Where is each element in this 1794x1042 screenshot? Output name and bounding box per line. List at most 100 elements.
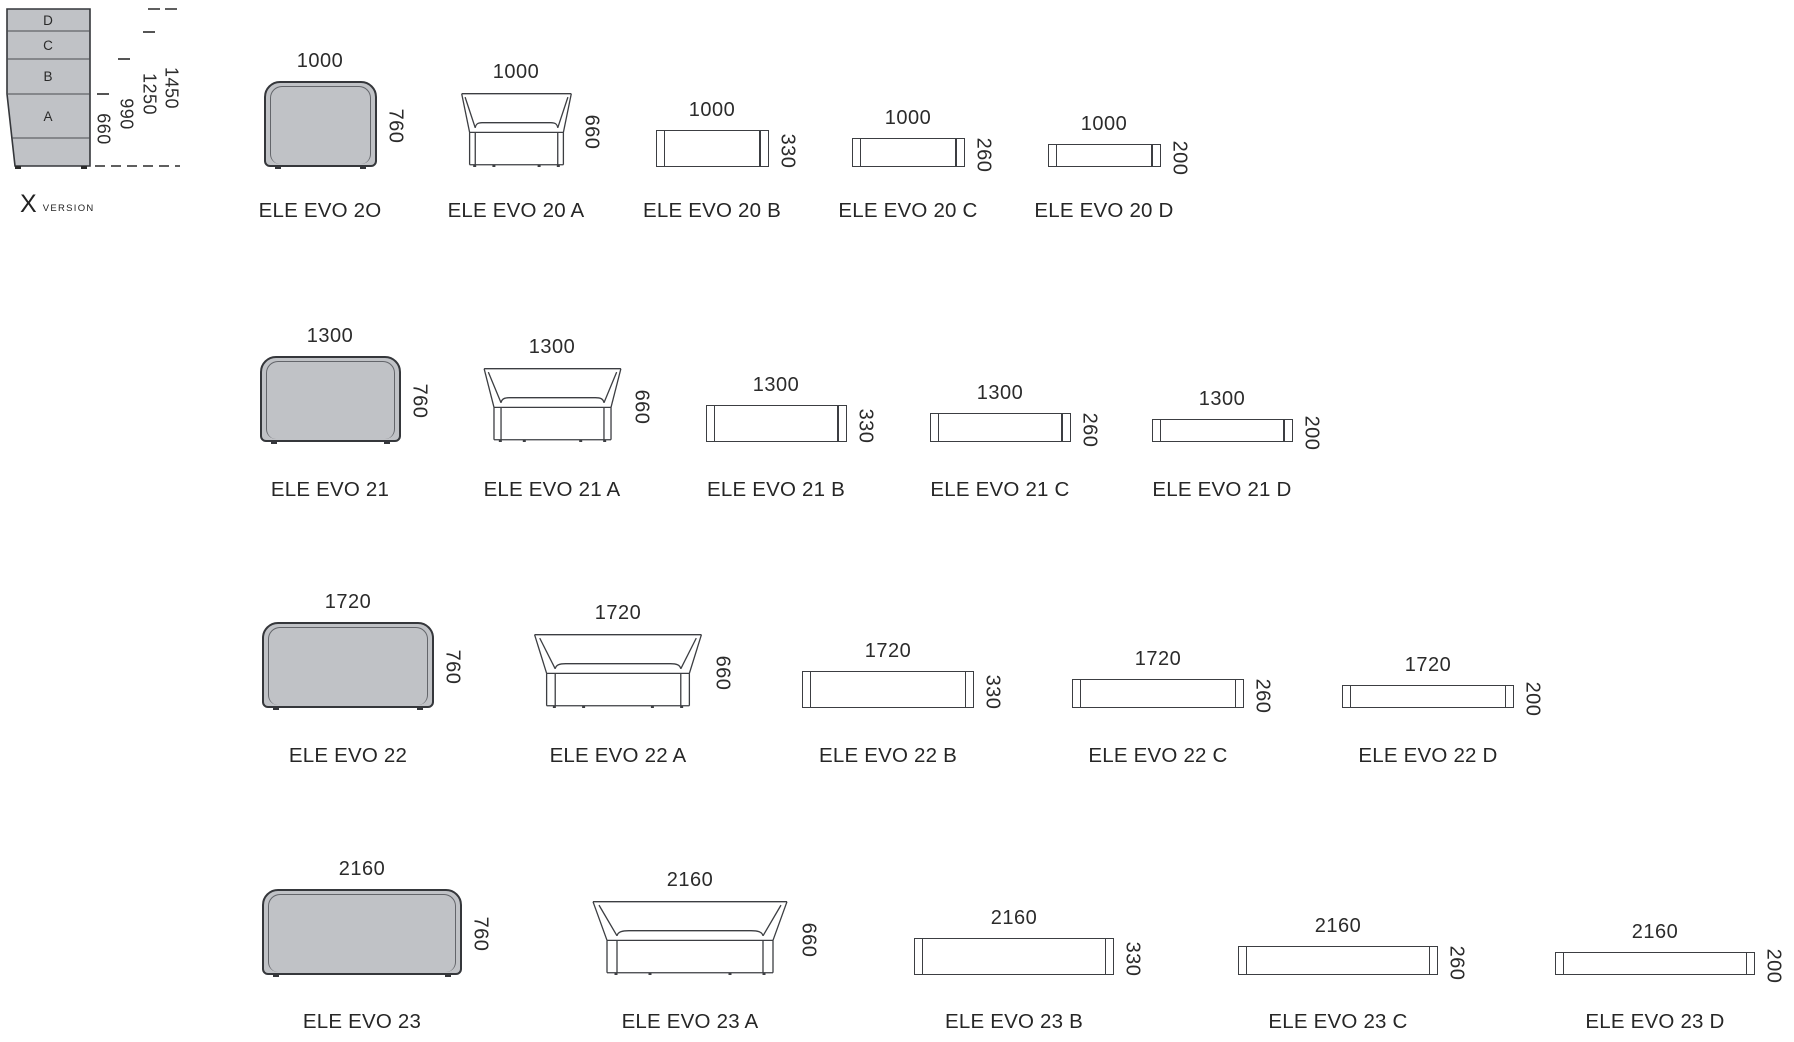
x-version-caption: X VERSION xyxy=(20,192,95,217)
seat-end-line xyxy=(1055,145,1057,166)
width-dimension-label: 1300 xyxy=(752,374,800,396)
seat-front-view xyxy=(1238,946,1438,975)
seat-front-view xyxy=(1555,952,1755,975)
product-name-label: ELE EVO 22 B xyxy=(818,744,958,767)
seat-end-line xyxy=(1283,420,1285,441)
seat-end-line xyxy=(964,672,966,707)
width-dimension-label: 1000 xyxy=(492,61,540,83)
seat-front-view xyxy=(851,138,965,167)
sofa-foot xyxy=(383,441,390,444)
width-dimension-label: 2160 xyxy=(990,907,1038,929)
depth-dimension-label: 760 xyxy=(384,108,406,144)
sofa-front-drawing xyxy=(590,900,790,975)
sofa-front-view xyxy=(532,633,704,708)
product-cell: 1720 330 xyxy=(802,640,1004,709)
seat-front-view xyxy=(914,938,1114,975)
seat-end-line xyxy=(1563,953,1565,974)
product-cell: 1720 200 xyxy=(1342,654,1544,716)
back-view-inner-line xyxy=(269,86,371,164)
sofa-foot xyxy=(417,707,423,710)
seat-end-line xyxy=(859,139,861,166)
width-dimension-label: 1720 xyxy=(1134,648,1182,670)
profile-shape xyxy=(6,8,91,167)
sofa-back-view xyxy=(259,356,401,444)
product-cell: 2160 260 xyxy=(1238,915,1468,980)
seat-end-line xyxy=(1428,947,1430,974)
section-letter-c: C xyxy=(43,38,53,53)
width-dimension-label: 1300 xyxy=(976,382,1024,404)
depth-dimension-label: 260 xyxy=(972,137,994,172)
seat-front-view xyxy=(929,413,1071,442)
x-version-text: VERSION xyxy=(42,203,95,214)
sofa-front-drawing xyxy=(460,92,573,167)
seat-end-line xyxy=(1061,414,1063,441)
width-dimension-label: 1000 xyxy=(688,99,736,121)
section-letter-d: D xyxy=(43,13,53,28)
x-version-x: X xyxy=(20,190,37,218)
seat-end-line xyxy=(713,406,715,441)
product-name-label: ELE EVO 23 D xyxy=(1585,1010,1725,1033)
product-cell: 1000 330 xyxy=(655,99,798,168)
section-dividers xyxy=(7,30,90,139)
product-name-label: ELE EVO 21 A xyxy=(483,478,621,501)
width-dimension-label: 1300 xyxy=(528,336,576,358)
back-view-inner-line xyxy=(268,894,456,972)
width-dimension-label: 2160 xyxy=(666,869,714,891)
seat-front-view xyxy=(1072,679,1244,708)
seat-end-line xyxy=(1104,939,1106,974)
depth-dimension-label: 660 xyxy=(797,922,820,957)
seat-end-line xyxy=(663,131,665,166)
sofa-foot xyxy=(359,166,366,169)
product-name-label: ELE EVO 21 D xyxy=(1152,478,1292,501)
seat-end-line xyxy=(1159,420,1161,441)
sofa-foot xyxy=(273,707,279,710)
product-cell: 2160 660 xyxy=(590,869,820,975)
profile-height-1450: 1450 xyxy=(161,66,182,110)
sofa-foot xyxy=(274,166,281,169)
back-view-inner-line xyxy=(268,627,428,705)
depth-dimension-label: 260 xyxy=(1251,678,1274,713)
seat-front-view xyxy=(655,130,769,167)
sofa-back-view xyxy=(263,81,377,169)
product-name-label: ELE EVO 21 B xyxy=(706,478,846,501)
width-dimension-label: 1000 xyxy=(1080,113,1128,135)
width-dimension-label: 1720 xyxy=(1404,654,1452,676)
seat-front-view xyxy=(1151,419,1293,442)
product-name-label: ELE EVO 23 C xyxy=(1268,1010,1408,1033)
product-name-label: ELE EVO 22 A xyxy=(549,744,687,767)
seat-end-line xyxy=(955,139,957,166)
sofa-front-drawing xyxy=(532,633,704,708)
seat-end-line xyxy=(810,672,812,707)
width-dimension-label: 2160 xyxy=(1314,915,1362,937)
seat-front-view xyxy=(705,405,847,442)
width-dimension-label: 1720 xyxy=(864,640,912,662)
sofa-back-view xyxy=(262,889,462,977)
profile-height-660: 660 xyxy=(93,113,114,145)
depth-dimension-label: 260 xyxy=(1445,945,1468,980)
depth-dimension-label: 330 xyxy=(776,133,798,168)
seat-front-view xyxy=(1342,685,1514,708)
depth-dimension-label: 660 xyxy=(711,655,734,690)
product-name-label: ELE EVO 2O xyxy=(258,199,382,222)
product-cell: 1720 260 xyxy=(1072,648,1274,713)
profile-height-1250: 1250 xyxy=(139,72,160,116)
seat-front-view xyxy=(1047,144,1161,167)
depth-dimension-label: 330 xyxy=(981,674,1004,709)
product-name-label: ELE EVO 22 C xyxy=(1088,744,1228,767)
depth-dimension-label: 760 xyxy=(469,916,492,952)
depth-dimension-label: 200 xyxy=(1521,681,1544,716)
sofa-back-view xyxy=(262,622,434,710)
seat-end-line xyxy=(1350,686,1352,707)
product-name-label: ELE EVO 23 A xyxy=(621,1010,759,1033)
sofa-front-view xyxy=(460,92,573,167)
seat-end-line xyxy=(1151,145,1153,166)
